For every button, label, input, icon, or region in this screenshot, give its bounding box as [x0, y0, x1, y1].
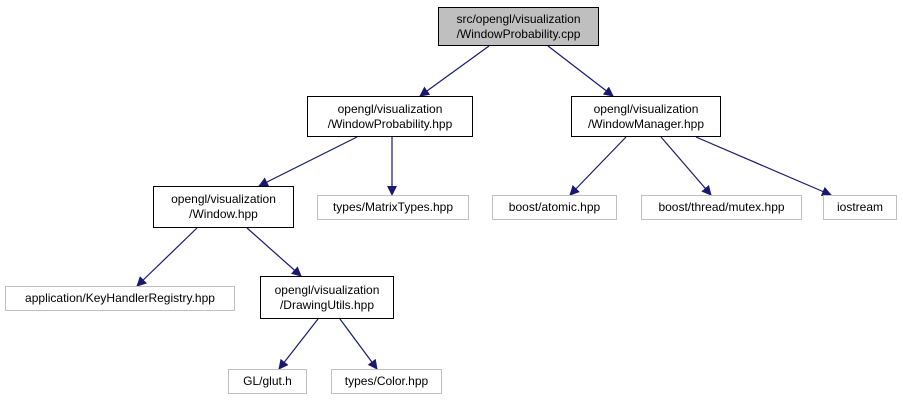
- node-boost-atomic-hpp[interactable]: boost/atomic.hpp: [492, 195, 617, 220]
- node-window-probability-hpp[interactable]: opengl/visualization /WindowProbability.…: [307, 96, 473, 137]
- edge-drawing-utils-to-glut: [278, 318, 319, 370]
- node-label-line1: types/Color.hpp: [344, 374, 429, 388]
- node-gl-glut-h[interactable]: GL/glut.h: [228, 369, 307, 394]
- node-label-line1: iostream: [836, 200, 883, 214]
- node-label-line2: /WindowProbability.hpp: [327, 116, 453, 131]
- node-label-line1: src/opengl/visualization: [456, 11, 581, 26]
- node-boost-thread-mutex-hpp[interactable]: boost/thread/mutex.hpp: [641, 195, 802, 220]
- node-label-line1: boost/atomic.hpp: [508, 200, 601, 214]
- edge-drawing-utils-to-color: [339, 318, 378, 370]
- node-window-hpp[interactable]: opengl/visualization /Window.hpp: [153, 186, 294, 228]
- node-matrix-types-hpp[interactable]: types/MatrixTypes.hpp: [317, 195, 469, 220]
- node-window-probability-cpp[interactable]: src/opengl/visualization /WindowProbabil…: [438, 7, 599, 46]
- node-label-line2: /Window.hpp: [189, 207, 258, 221]
- node-key-handler-registry-hpp[interactable]: application/KeyHandlerRegistry.hpp: [5, 286, 235, 311]
- edge-window-to-key-handler-registry: [136, 227, 198, 287]
- edge-window-manager-to-boost-atomic: [569, 136, 627, 196]
- node-label-line1: application/KeyHandlerRegistry.hpp: [25, 291, 215, 305]
- node-label-line1: types/MatrixTypes.hpp: [332, 200, 454, 214]
- node-window-manager-hpp[interactable]: opengl/visualization /WindowManager.hpp: [571, 96, 721, 137]
- node-label-line1: opengl/visualization: [274, 282, 380, 297]
- node-label-line1: opengl/visualization: [593, 101, 699, 116]
- node-color-hpp[interactable]: types/Color.hpp: [331, 369, 442, 394]
- node-label-line1: GL/glut.h: [243, 374, 292, 388]
- node-label-line2: /DrawingUtils.hpp: [279, 297, 375, 312]
- edge-window-probability-to-window: [258, 136, 358, 187]
- node-label-line1: boost/thread/mutex.hpp: [658, 200, 785, 214]
- edge-window-to-drawing-utils: [246, 227, 302, 277]
- node-label-line2: /WindowManager.hpp: [587, 116, 705, 131]
- node-drawing-utils-hpp[interactable]: opengl/visualization /DrawingUtils.hpp: [260, 276, 394, 319]
- edge-cpp-to-window-probability-hpp: [419, 45, 490, 97]
- node-label-line1: opengl/visualization: [171, 192, 276, 206]
- edge-cpp-to-window-manager-hpp: [547, 45, 614, 97]
- node-label-line2: /WindowProbability.cpp: [456, 26, 581, 41]
- edge-window-manager-to-boost-mutex: [660, 136, 712, 196]
- node-iostream[interactable]: iostream: [823, 195, 897, 220]
- node-label-line1: opengl/visualization: [337, 101, 443, 116]
- edge-window-manager-to-iostream: [695, 136, 832, 197]
